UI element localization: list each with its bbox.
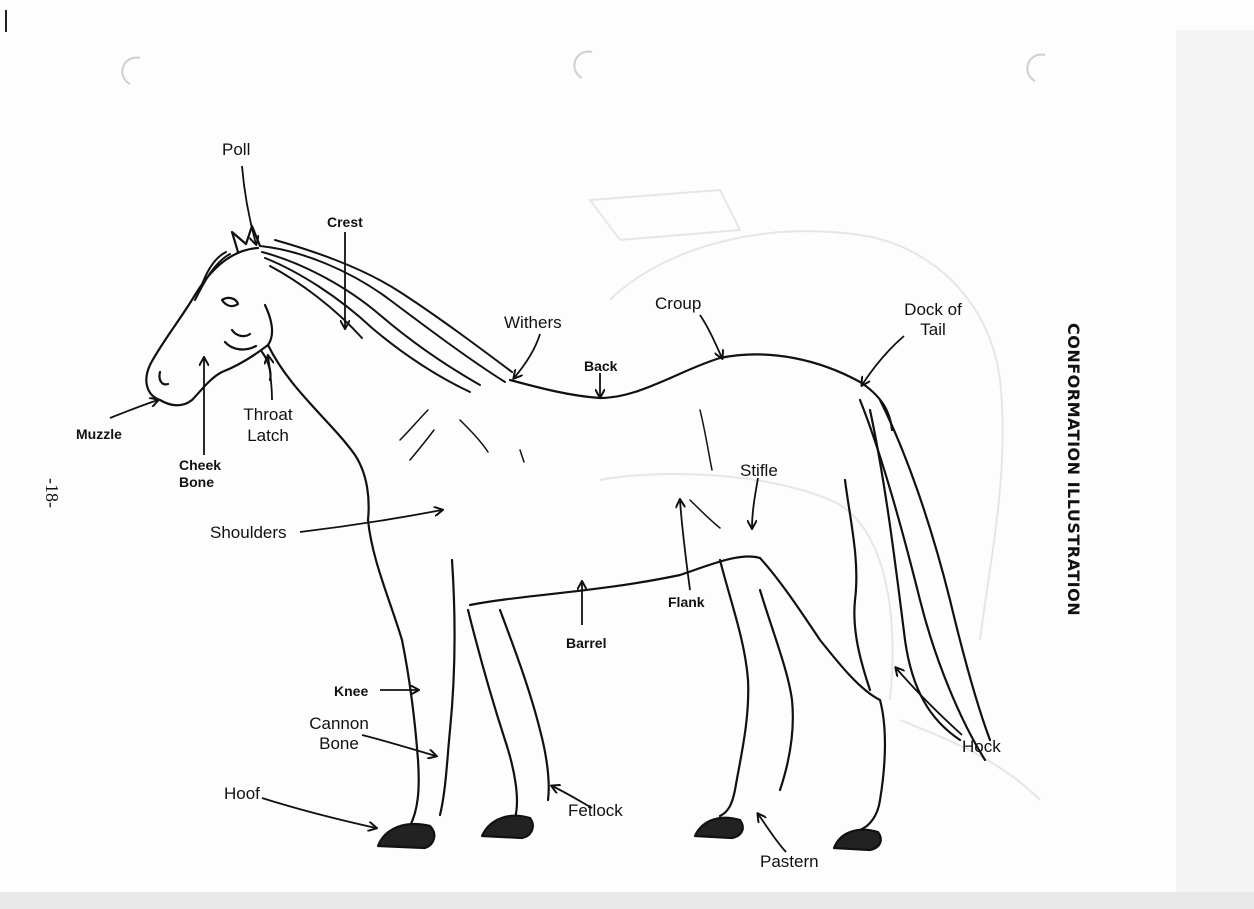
label-crest: Crest <box>327 212 363 232</box>
muzzle-arrow <box>110 400 158 418</box>
label-poll: Poll <box>222 140 250 160</box>
label-barrel: Barrel <box>566 633 606 653</box>
pastern-arrow <box>758 814 786 852</box>
label-cannon-line2: Bone <box>304 734 374 754</box>
throat-latch-arrow <box>268 356 272 400</box>
label-fetlock: Fetlock <box>568 801 623 821</box>
withers-arrow <box>514 334 540 378</box>
label-hock: Hock <box>962 737 1001 757</box>
page-title-text: CONFORMATION ILLUSTRATION <box>1064 323 1083 616</box>
croup-arrow <box>700 315 722 358</box>
label-dock-line1: Dock of <box>895 300 971 320</box>
label-cheek-line2: Bone <box>179 474 221 491</box>
label-cannon-line1: Cannon <box>304 714 374 734</box>
binder-holes <box>122 52 1045 84</box>
mane <box>195 240 512 392</box>
label-knee: Knee <box>334 681 368 701</box>
stifle-arrow <box>752 478 758 528</box>
binder-hole-right <box>1027 55 1045 81</box>
label-cannon-bone: Cannon Bone <box>304 714 374 754</box>
label-hoof: Hoof <box>224 784 260 804</box>
label-cheek-bone: Cheek Bone <box>179 457 221 491</box>
label-throat-line1: Throat <box>236 404 300 425</box>
label-shoulders: Shoulders <box>210 523 287 543</box>
label-withers: Withers <box>504 313 562 333</box>
binder-hole-middle <box>574 52 592 78</box>
label-throat-line2: Latch <box>236 425 300 446</box>
label-muzzle: Muzzle <box>76 424 122 444</box>
label-pastern: Pastern <box>760 852 819 872</box>
hoof-arrow <box>262 798 376 828</box>
label-stifle: Stifle <box>740 461 778 481</box>
label-dock-line2: Tail <box>895 320 971 340</box>
label-cheek-line1: Cheek <box>179 457 221 474</box>
page-title: CONFORMATION ILLUSTRATION <box>1063 323 1083 653</box>
page-number-text: -18- <box>41 478 62 508</box>
label-back: Back <box>584 356 617 376</box>
hock-arrow <box>896 668 962 735</box>
label-flank: Flank <box>668 592 705 612</box>
label-throat-latch: Throat Latch <box>236 404 300 446</box>
dock-arrow <box>862 336 904 385</box>
bleed-through-drawing <box>590 190 1040 800</box>
label-croup: Croup <box>655 294 701 314</box>
shoulders-arrow <box>300 510 442 532</box>
flank-arrow <box>680 500 690 590</box>
page-number: -18- <box>40 478 62 518</box>
label-dock-of-tail: Dock of Tail <box>895 300 971 340</box>
leader-arrows <box>110 166 962 852</box>
binder-hole-left <box>122 58 140 84</box>
